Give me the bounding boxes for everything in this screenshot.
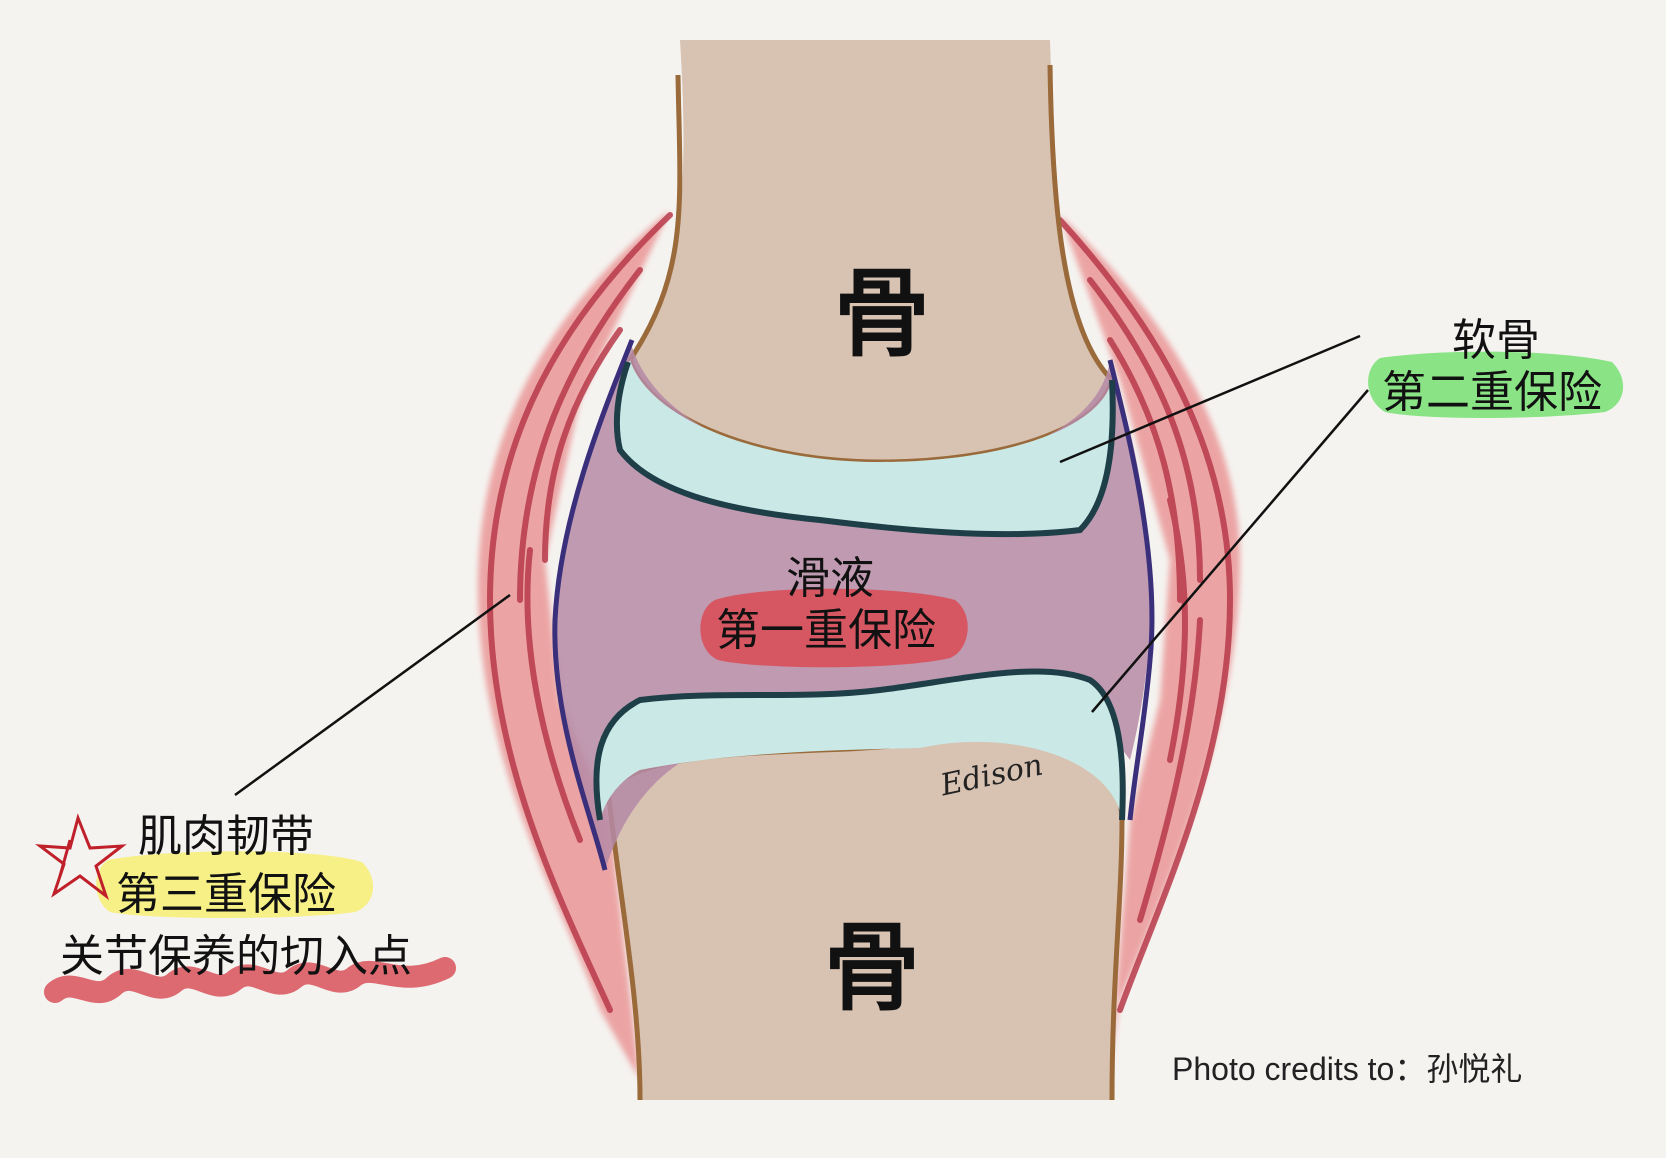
leader-lines — [234, 334, 1369, 797]
muscle-fibers — [486, 212, 1234, 1013]
synovial-outline-right — [1107, 359, 1155, 821]
cartilage-bottom — [596, 671, 1123, 820]
muscle-sheath-left — [477, 210, 670, 1080]
cartilage-top — [618, 360, 1113, 535]
first-protection-label: 第一重保险 — [716, 605, 936, 656]
highlight-first — [700, 588, 968, 668]
maintenance-point-label: 关节保养的切入点 — [60, 931, 412, 982]
highlight-second — [1368, 351, 1624, 418]
muscle-ligament-label: 肌肉韧带 — [138, 811, 314, 862]
synovial-outline-left — [552, 339, 635, 871]
highlight-third — [96, 851, 374, 918]
star-icon — [35, 813, 127, 901]
bone-bottom-label: 骨 — [824, 912, 920, 1024]
cartilage-label: 软骨 — [1452, 315, 1540, 366]
cartilage-bottom-outline — [593, 668, 1126, 821]
cartilage-top-outline — [613, 361, 1116, 538]
synovial-fluid-label: 滑液 — [786, 553, 874, 604]
third-protection-label: 第三重保险 — [116, 869, 336, 920]
second-protection-label: 第二重保险 — [1382, 367, 1602, 418]
bone-bottom — [610, 737, 1120, 1100]
leader-cartilage-bottom — [1091, 389, 1369, 713]
highlight-maintenance — [44, 957, 456, 1004]
leader-cartilage-top — [1059, 334, 1361, 464]
bone-top-label: 骨 — [834, 258, 930, 370]
bone-top — [630, 40, 1110, 460]
leader-muscle — [234, 593, 511, 797]
photo-credit: Photo credits to：孙悦礼 — [1172, 1051, 1523, 1087]
